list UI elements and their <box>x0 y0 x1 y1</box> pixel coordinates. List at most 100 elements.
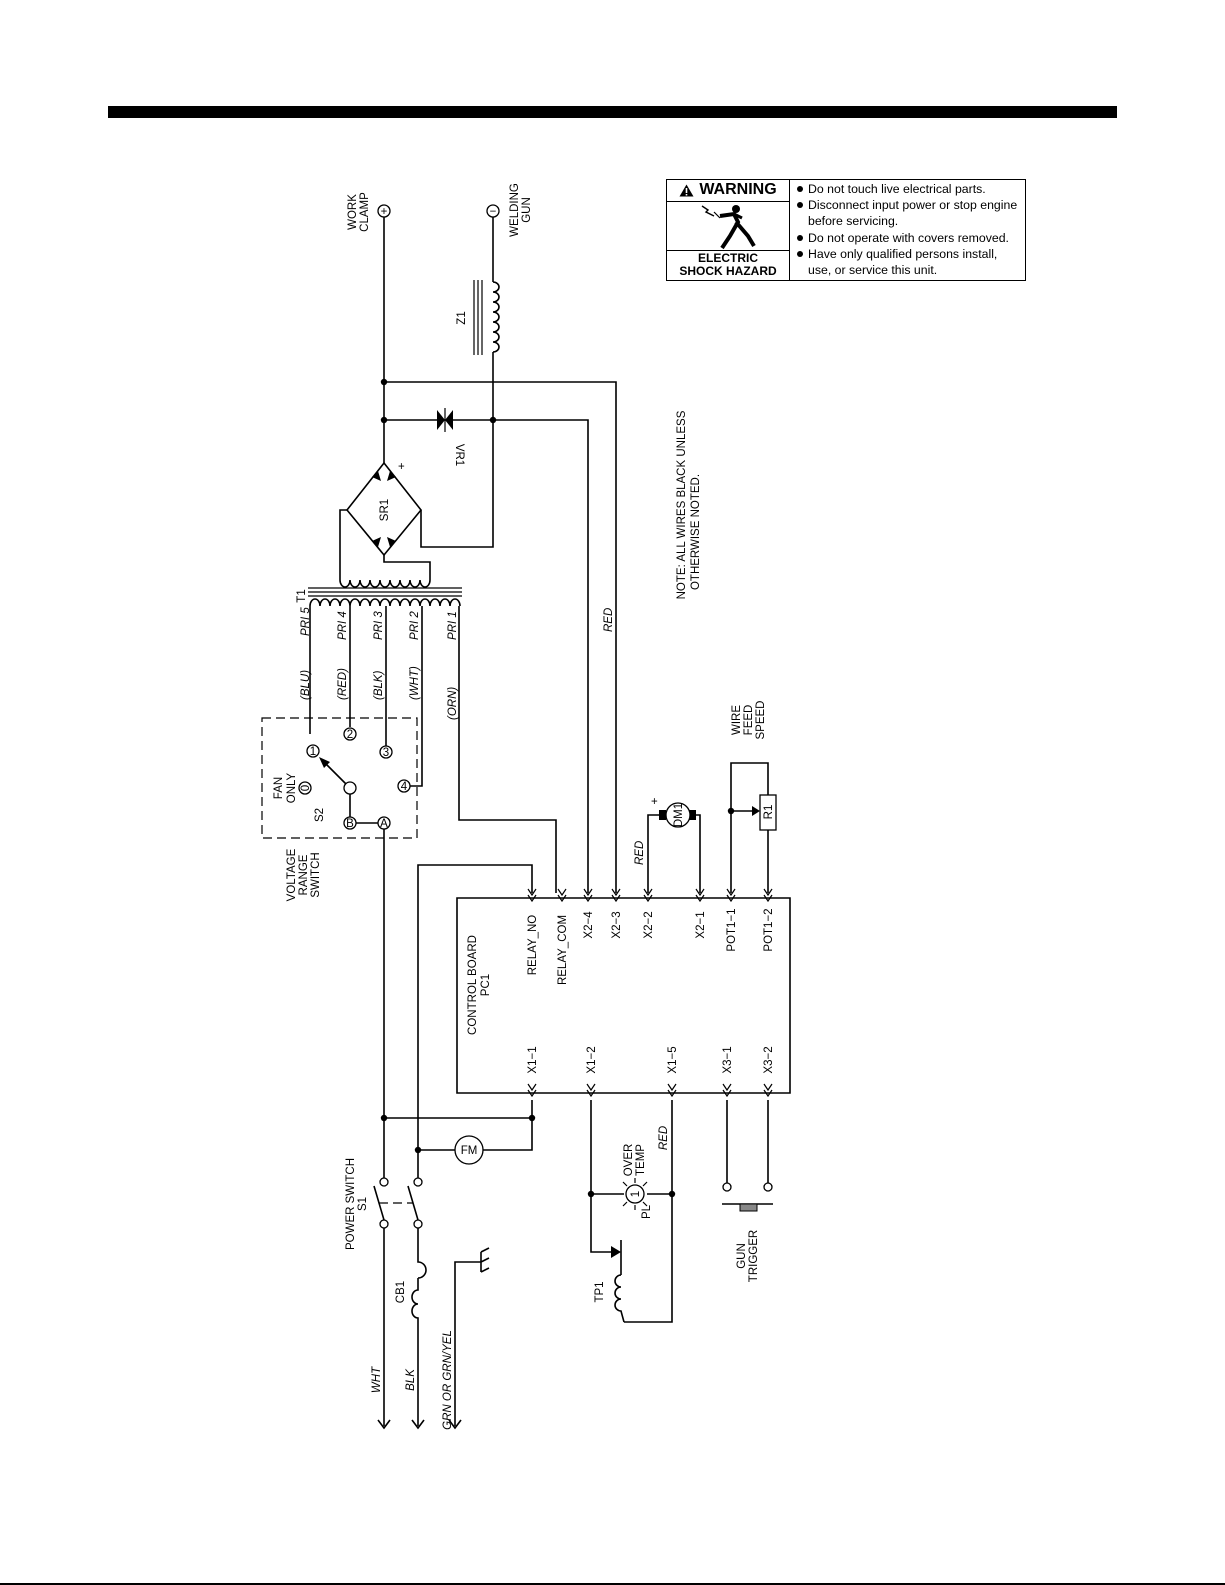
conn-relay-no: RELAY_NO <box>527 915 539 976</box>
wfs-label-3: SPEED <box>755 701 767 740</box>
voltage-range-label-3: SWITCH <box>310 852 322 897</box>
s2-term-b: B <box>346 818 354 830</box>
x2-3-red-label: RED <box>603 608 615 632</box>
r1-label: R1 <box>763 805 775 820</box>
conn-pot1-2: POT1−2 <box>763 908 775 951</box>
sr1-plus: + <box>398 461 405 473</box>
output-terminals: + − WORK CLAMP WELDING GUN <box>347 183 533 237</box>
wht-tap-label: (WHT) <box>409 666 421 700</box>
orn-tap-label: (ORN) <box>447 687 459 720</box>
plus-sign: + <box>381 206 388 218</box>
pri2-label: PRI 2 <box>409 611 421 640</box>
warning-heading: WARNING <box>667 180 789 202</box>
wire-note: NOTE: ALL WIRES BLACK UNLESS OTHERWISE N… <box>676 410 702 599</box>
t1-label: T1 <box>296 589 308 602</box>
s2-label: S2 <box>314 808 326 822</box>
electric-shock-icon <box>701 204 756 249</box>
dm1-label: DM1 <box>673 803 685 827</box>
gun-trigger-label-1: GUN <box>736 1243 748 1269</box>
fan-only-number: 0 <box>300 785 312 791</box>
dm1-red-label: RED <box>634 841 646 865</box>
input-leads: WHT BLK <box>371 1366 462 1430</box>
conn-pot1-1: POT1−1 <box>726 908 738 951</box>
welding-gun-label-2: GUN <box>521 197 533 223</box>
warning-item: Disconnect input power or stop engine be… <box>796 197 1023 229</box>
gun-trigger: GUN TRIGGER <box>722 1100 773 1282</box>
voltage-range-label-2: RANGE <box>298 854 310 895</box>
fm-fan-motor: FM <box>454 1135 484 1165</box>
hazard-line-1: ELECTRIC <box>698 250 758 265</box>
z1-label: Z1 <box>456 311 468 324</box>
s2-voltage-range-switch: 1 2 3 4 B A FAN ONLY 0 S2 VOLTAGE RANGE … <box>261 717 418 901</box>
cb1-label: CB1 <box>395 1281 407 1303</box>
conn-x2-2: X2−2 <box>643 911 655 938</box>
thermal-circuit: TP1 RED <box>587 1100 676 1323</box>
s1-power-switch: POWER SWITCH S1 <box>345 1158 423 1250</box>
over-temp-label-1: OVER <box>623 1144 635 1177</box>
conn-x3-1: X3−1 <box>722 1046 734 1073</box>
s2-term-2: 2 <box>347 729 353 741</box>
conn-x1-1: X1−1 <box>527 1046 539 1073</box>
cb1-circuit-breaker: CB1 <box>383 1228 427 1426</box>
pl-label: PL <box>641 1204 653 1219</box>
gun-trigger-label-2: TRIGGER <box>748 1230 760 1282</box>
blk-tap-label: (BLK) <box>373 670 385 700</box>
pl-number: 1 <box>630 1191 642 1197</box>
conn-x2-3: X2−3 <box>611 911 623 938</box>
voltage-range-label-1: VOLTAGE <box>286 848 298 901</box>
primary-tap-labels: PRI 5 PRI 4 PRI 3 PRI 2 PRI 1 <box>300 607 459 640</box>
sr1-label: SR1 <box>379 499 391 521</box>
work-clamp-label-2: CLAMP <box>359 192 371 232</box>
warning-label: WARNING ELECTRIC SHOCK HAZARD Do not tou… <box>666 179 1026 281</box>
warning-list: Do not touch live electrical parts. Disc… <box>790 180 1025 280</box>
power-switch-label: POWER SWITCH <box>345 1158 357 1250</box>
tp1-label: TP1 <box>594 1281 606 1302</box>
input-blk-label: BLK <box>405 1368 417 1391</box>
warning-left-panel: WARNING ELECTRIC SHOCK HAZARD <box>667 180 790 280</box>
header-rule <box>108 106 1117 118</box>
conn-x1-5: X1−5 <box>667 1046 679 1073</box>
r1-wire-feed-speed-pot: R1 WIRE FEED SPEED <box>727 701 777 893</box>
fm-label: FM <box>461 1145 478 1157</box>
input-wht-label: WHT <box>371 1366 383 1393</box>
s2-term-1: 1 <box>310 746 316 758</box>
work-clamp-label-1: WORK <box>347 194 359 230</box>
warning-item: Have only qualified persons install, use… <box>796 246 1023 278</box>
warning-heading-text: WARNING <box>699 181 777 199</box>
tap-color-labels: (BLU) (RED) (BLK) (WHT) (ORN) <box>300 666 459 720</box>
ground-color-label: GRN OR GRN/YEL <box>442 1330 454 1430</box>
wfs-label-1: WIRE <box>731 705 743 735</box>
blu-label: (BLU) <box>300 670 312 700</box>
warning-pictogram <box>667 202 789 250</box>
t1-transformer: T1 PRI 5 PRI 4 PRI 3 PRI 2 PRI 1 (BLU) (… <box>296 579 557 893</box>
minus-sign: − <box>490 206 497 218</box>
note-line-2: OTHERWISE NOTED. <box>690 474 702 590</box>
pc1-label: PC1 <box>480 974 492 996</box>
warning-triangle-icon <box>679 184 694 197</box>
conn-relay-com: RELAY_COM <box>557 915 569 985</box>
over-temp-label-2: TEMP <box>635 1144 647 1176</box>
vr1-label: VR1 <box>453 444 465 466</box>
warning-item: Do not operate with covers removed. <box>796 230 1023 246</box>
board-top-connector-labels: RELAY_NO RELAY_COM X2−4 X2−3 X2−2 X2−1 P… <box>527 908 775 985</box>
ground-lead: GRN OR GRN/YEL <box>442 1247 490 1430</box>
pri1-label: PRI 1 <box>447 611 459 640</box>
red-tap-label: (RED) <box>337 668 349 700</box>
pri5-label: PRI 5 <box>300 607 312 636</box>
pri3-label: PRI 3 <box>373 611 385 640</box>
fan-only-label-2: ONLY <box>286 772 298 803</box>
pri4-label: PRI 4 <box>337 611 349 640</box>
footer-rule <box>0 1583 1225 1585</box>
fan-only-label-1: FAN <box>273 777 285 799</box>
x1-5-red-label: RED <box>658 1126 670 1150</box>
conn-x2-4: X2−4 <box>583 911 595 939</box>
vr1-suppressor: VR1 <box>437 408 465 466</box>
s1-label: S1 <box>357 1197 369 1211</box>
warning-item: Do not touch live electrical parts. <box>796 181 1023 197</box>
board-bottom-connector-labels: X1−1 X1−2 X1−5 X3−1 X3−2 <box>527 1046 775 1073</box>
note-line-1: NOTE: ALL WIRES BLACK UNLESS <box>676 410 688 599</box>
conn-x1-2: X1−2 <box>586 1046 598 1073</box>
s2-term-4: 4 <box>401 781 408 793</box>
sr1-bridge-rectifier: + SR1 <box>339 461 431 580</box>
